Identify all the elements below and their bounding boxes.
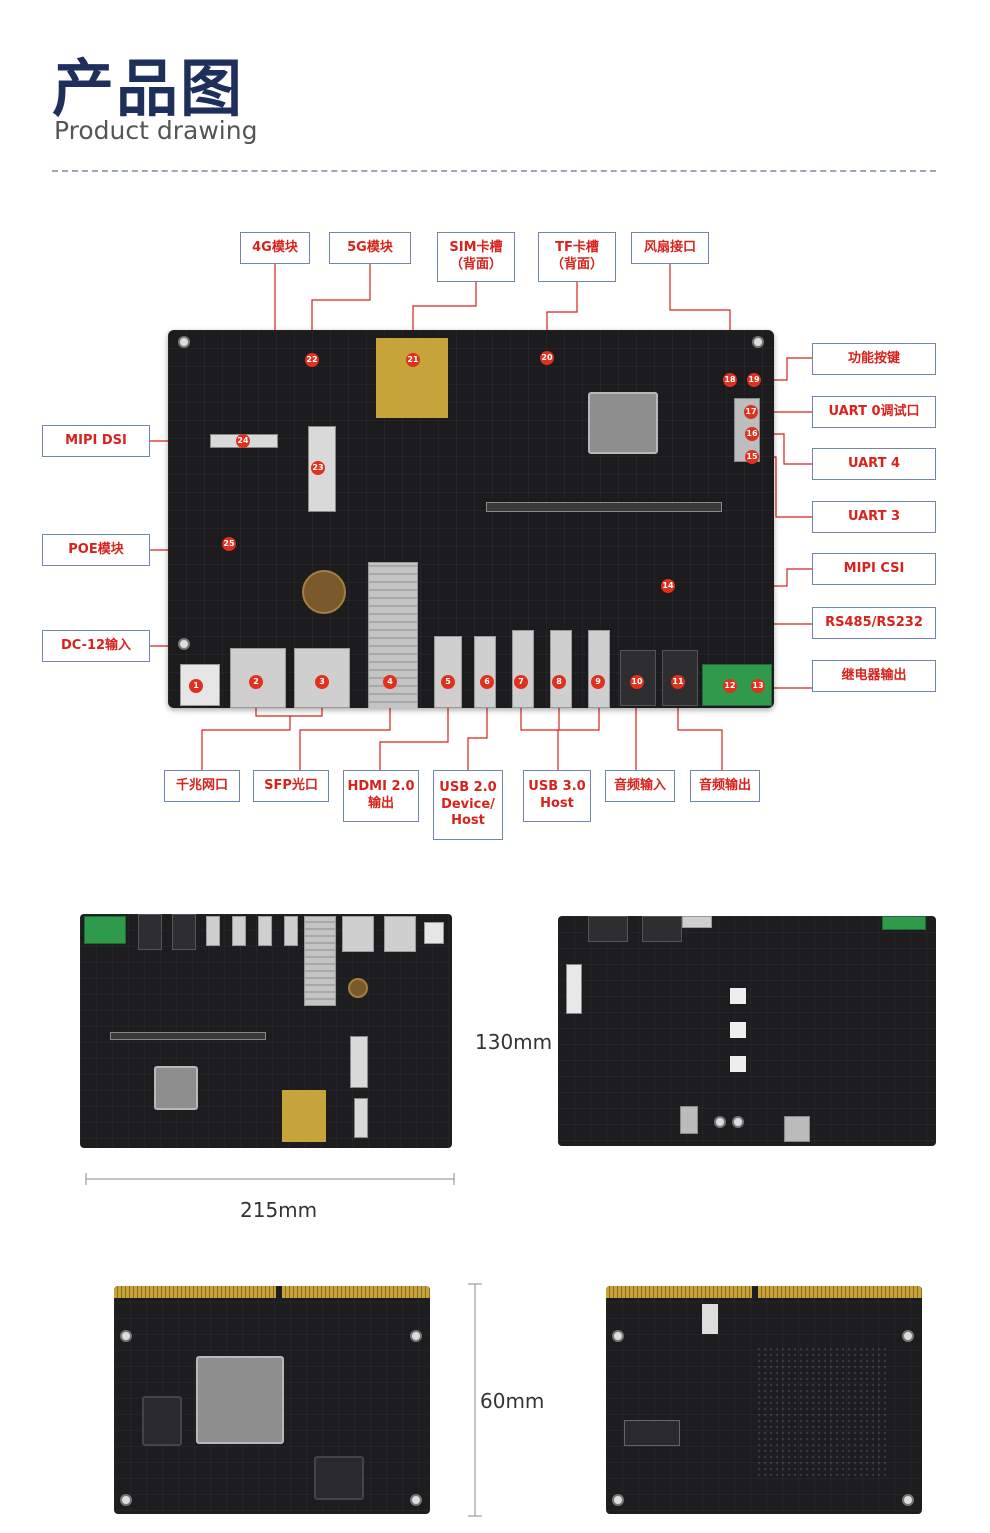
- label-fan-port: 风扇接口: [631, 232, 709, 264]
- page-title: 产品图: [52, 52, 245, 125]
- marker-11: 11: [671, 675, 685, 689]
- marker-25: 25: [222, 537, 236, 551]
- dimension-module-60: 60mm: [480, 1389, 545, 1413]
- marker-24: 24: [236, 434, 250, 448]
- marker-22: 22: [305, 353, 319, 367]
- label-sfp-port: SFP光口: [253, 770, 329, 802]
- label-uart3: UART 3: [812, 501, 936, 533]
- soc-chip: [588, 392, 658, 454]
- core-module-back-view: [606, 1286, 922, 1514]
- sim-slot-pad: [376, 338, 448, 418]
- label-sim-slot: SIM卡槽 （背面）: [437, 232, 515, 282]
- label-relay-output: 继电器输出: [812, 660, 936, 692]
- label-uart0: UART 0调试口: [812, 396, 936, 428]
- marker-3: 3: [315, 675, 329, 689]
- board-front-view: [80, 914, 452, 1148]
- label-usb3: USB 3.0 Host: [523, 770, 591, 822]
- label-dc12-input: DC-12输入: [42, 630, 150, 662]
- marker-9: 9: [591, 675, 605, 689]
- marker-15: 15: [745, 450, 759, 464]
- usb3-port-1: [512, 630, 534, 708]
- label-poe-module: POE模块: [42, 534, 150, 566]
- main-board-image: 1 2 3 4 5 6 7 8 9 10 11 12 13 14 15 16 1…: [168, 330, 774, 708]
- label-rs485-rs232: RS485/RS232: [812, 607, 936, 639]
- label-gigabit-ethernet: 千兆网口: [164, 770, 240, 802]
- marker-5: 5: [441, 675, 455, 689]
- label-usb2: USB 2.0 Device/ Host: [433, 770, 503, 840]
- label-mipi-dsi: MIPI DSI: [42, 425, 150, 457]
- label-uart4: UART 4: [812, 448, 936, 480]
- marker-20: 20: [540, 351, 554, 365]
- label-mipi-csi: MIPI CSI: [812, 553, 936, 585]
- marker-1: 1: [189, 679, 203, 693]
- marker-10: 10: [630, 675, 644, 689]
- marker-12: 12: [723, 679, 737, 693]
- label-audio-out: 音频输出: [690, 770, 760, 802]
- usb3-port-3: [588, 630, 610, 708]
- marker-2: 2: [249, 675, 263, 689]
- label-audio-in: 音频输入: [605, 770, 675, 802]
- dimension-module-line: [468, 1283, 482, 1517]
- label-4g-module: 4G模块: [240, 232, 310, 264]
- marker-7: 7: [514, 675, 528, 689]
- dimension-width-line: [85, 1173, 455, 1185]
- label-tf-slot: TF卡槽 （背面）: [538, 232, 616, 282]
- marker-17: 17: [744, 405, 758, 419]
- marker-23: 23: [311, 461, 325, 475]
- marker-18: 18: [723, 373, 737, 387]
- marker-4: 4: [383, 675, 397, 689]
- dimension-width-215: 215mm: [240, 1198, 318, 1222]
- core-module-front-view: [114, 1286, 430, 1514]
- marker-6: 6: [480, 675, 494, 689]
- hdmi-port: [434, 636, 462, 708]
- dimension-height-130: 130mm: [475, 1030, 553, 1054]
- usb2-port: [474, 636, 496, 708]
- page-subtitle: Product drawing: [54, 116, 258, 145]
- marker-16: 16: [745, 427, 759, 441]
- label-5g-module: 5G模块: [329, 232, 411, 264]
- som-connector: [486, 502, 722, 512]
- marker-19: 19: [747, 373, 761, 387]
- label-hdmi-output: HDMI 2.0 输出: [343, 770, 419, 822]
- audio-out-jack: [662, 650, 698, 706]
- marker-13: 13: [751, 679, 765, 693]
- dashed-divider: [52, 170, 936, 172]
- coin-battery: [302, 570, 346, 614]
- marker-21: 21: [406, 353, 420, 367]
- marker-8: 8: [552, 675, 566, 689]
- marker-14: 14: [661, 579, 675, 593]
- label-function-key: 功能按键: [812, 343, 936, 375]
- board-back-view: [558, 916, 936, 1146]
- usb3-port-2: [550, 630, 572, 708]
